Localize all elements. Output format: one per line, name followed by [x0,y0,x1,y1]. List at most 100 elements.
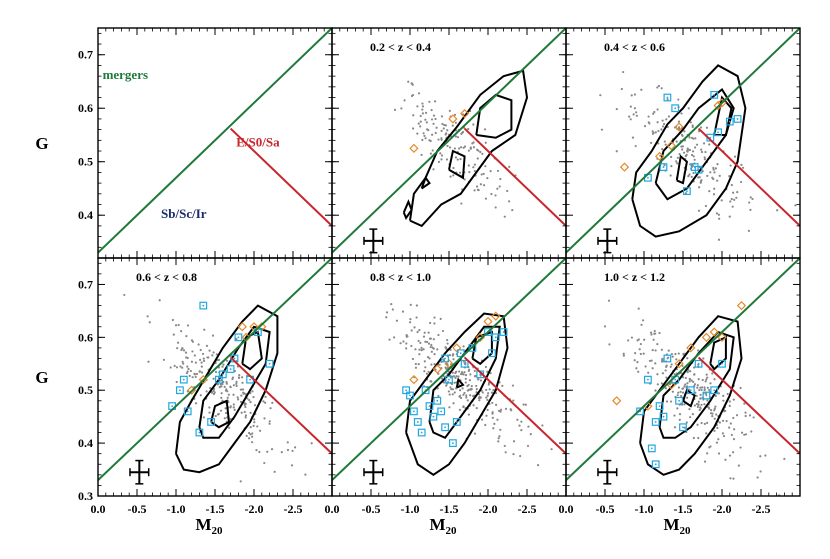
galaxy-point [243,410,246,414]
panel-plot-area [566,28,800,254]
galaxy-point [688,380,691,383]
galaxy-point [462,373,465,376]
galaxy-point [453,381,456,384]
merger-dividing-line [566,28,800,254]
galaxy-point [432,114,436,117]
galaxy-point [686,396,689,399]
galaxy-point [407,80,410,83]
galaxy-point [473,432,477,435]
galaxy-point [229,385,232,389]
galaxy-point [434,131,437,135]
galaxy-point [512,453,515,456]
galaxy-point [717,238,721,241]
disk-square-center [666,96,669,99]
galaxy-point [472,146,476,149]
galaxy-point [248,398,251,402]
galaxy-point [449,175,452,178]
galaxy-point [419,120,422,123]
galaxy-point [206,356,209,359]
galaxy-point [783,457,786,460]
galaxy-point [451,124,454,127]
galaxy-point [469,394,472,397]
galaxy-point [209,387,212,390]
galaxy-point [453,391,456,394]
density-contour [713,95,733,136]
galaxy-point [218,385,221,389]
disk-square-marker [484,328,492,336]
galaxy-point [499,410,502,413]
merger-diamond-marker [674,122,684,132]
galaxy-point [486,398,489,402]
galaxy-point [706,399,709,402]
galaxy-point [709,445,712,448]
disk-square-center [440,410,443,413]
galaxy-point [491,412,494,415]
galaxy-point [427,370,430,374]
disk-square-center [697,362,700,365]
disk-square-center [218,378,220,381]
galaxy-point [255,449,258,452]
galaxy-point [653,110,656,114]
galaxy-point [693,383,697,386]
galaxy-point [408,321,412,324]
disk-square-center [494,336,497,339]
disk-square-marker [445,375,453,384]
galaxy-point [686,357,689,360]
galaxy-point [712,168,715,171]
galaxy-point [249,401,252,404]
galaxy-point [421,112,425,115]
galaxy-point [730,197,733,201]
galaxy-point [676,162,679,165]
galaxy-point [666,98,669,101]
galaxy-point [615,107,618,111]
galaxy-point [627,339,630,342]
disk-square-center [666,357,669,360]
x-axis-label-main: M [195,515,211,534]
galaxy-point [683,385,686,388]
galaxy-point [718,174,721,177]
galaxy-point [733,198,736,201]
galaxy-point [454,121,457,124]
galaxy-point [484,365,487,369]
galaxy-point [698,388,701,392]
galaxy-point [699,393,702,396]
redshift-bin-label: 0.2 < z < 0.4 [370,40,431,54]
galaxy-point [628,115,631,118]
galaxy-point [481,391,484,394]
galaxy-point [671,390,674,393]
galaxy-point [212,389,215,393]
galaxy-point [511,384,515,387]
galaxy-point [717,213,720,216]
galaxy-point [416,330,419,334]
y-tick-label: 0.6 [78,330,93,344]
galaxy-point [696,405,699,409]
galaxy-point [148,321,151,324]
galaxy-point [202,416,205,419]
galaxy-point [721,419,725,422]
galaxy-point [464,373,468,377]
density-contour [709,335,727,371]
galaxy-point [229,405,232,408]
galaxy-point [430,343,433,347]
galaxy-point [607,299,611,302]
galaxy-point [223,385,226,388]
galaxy-point [699,406,702,409]
galaxy-point [699,126,703,129]
galaxy-point [686,150,689,153]
galaxy-point [253,421,256,424]
galaxy-point [241,376,244,379]
galaxy-point [482,184,486,187]
galaxy-point [182,349,186,352]
region-annotation: mergers [103,67,148,82]
galaxy-point [599,94,602,97]
galaxy-point [421,102,424,105]
disk-square-center [186,410,189,413]
galaxy-point [395,319,399,322]
galaxy-point [217,412,220,416]
panel-2: 0.2 < z < 0.4 [331,27,567,259]
galaxy-point [225,359,229,362]
galaxy-point [496,418,499,421]
galaxy-point [417,122,420,125]
galaxy-point [212,351,215,354]
galaxy-point [444,124,447,127]
